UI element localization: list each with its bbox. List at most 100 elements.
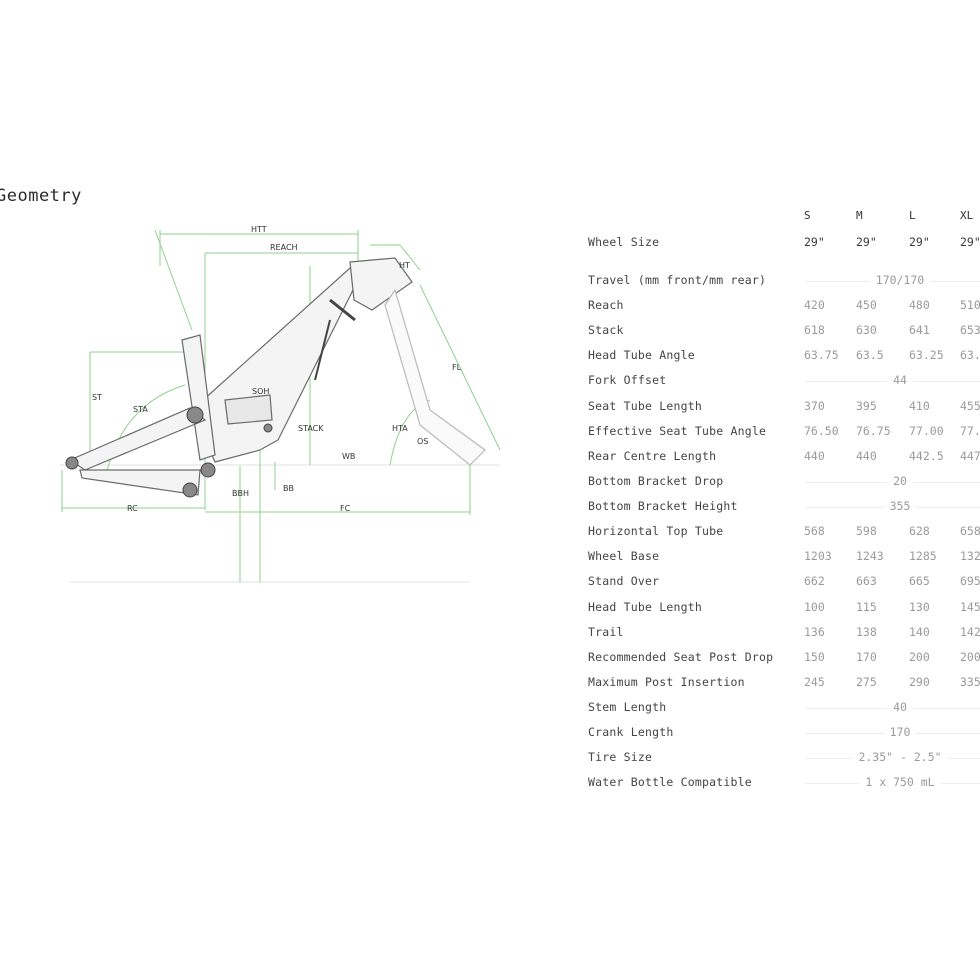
row-label: Stem Length bbox=[588, 700, 667, 714]
row-value: 76.75 bbox=[856, 424, 891, 438]
row-value: 598 bbox=[856, 524, 877, 538]
reference-lines bbox=[60, 464, 500, 583]
row-label: Horizontal Top Tube bbox=[588, 524, 724, 538]
row-value: 138 bbox=[856, 625, 877, 639]
row-value: 29" bbox=[856, 235, 877, 249]
row-label: Stack bbox=[588, 323, 624, 337]
row-label: Wheel Size bbox=[588, 235, 660, 249]
row-value: 132 bbox=[960, 549, 980, 563]
row-value: 335 bbox=[960, 675, 980, 689]
row-value: 628 bbox=[909, 524, 930, 538]
label-bb: BB bbox=[283, 484, 294, 493]
row-value: 568 bbox=[804, 524, 825, 538]
row-value: 440 bbox=[856, 449, 877, 463]
page-title: Geometry bbox=[0, 186, 82, 206]
row-label: Bottom Bracket Drop bbox=[588, 474, 724, 488]
row-label: Wheel Base bbox=[588, 549, 660, 563]
row-value: 140 bbox=[909, 625, 930, 639]
row-span-value: 170 bbox=[883, 725, 917, 739]
size-header-xl: XL bbox=[960, 209, 974, 222]
row-value: 63.75 bbox=[804, 348, 839, 362]
row-value: 440 bbox=[804, 449, 825, 463]
row-value: 1285 bbox=[909, 549, 937, 563]
table-row: Water Bottle Compatible 1 x 750 mL bbox=[0, 775, 980, 795]
row-span-value-wrap: 40 bbox=[805, 700, 980, 714]
row-value: 1203 bbox=[804, 549, 832, 563]
frame-geometry-diagram: HTT REACH HT FL ST STA SOH STACK HTA OS … bbox=[60, 225, 501, 583]
row-value: 142 bbox=[960, 625, 980, 639]
row-value: 630 bbox=[856, 323, 877, 337]
span-divider bbox=[805, 783, 980, 784]
label-soh: SOH bbox=[252, 387, 269, 396]
dimension-lines bbox=[61, 229, 501, 582]
row-value: 1243 bbox=[856, 549, 884, 563]
label-st: ST bbox=[92, 393, 102, 402]
label-bbh: BBH bbox=[232, 489, 249, 498]
row-span-value: 1 x 750 mL bbox=[859, 775, 941, 789]
row-value: 658 bbox=[960, 524, 980, 538]
label-rc: RC bbox=[127, 504, 138, 513]
size-header-l: L bbox=[909, 209, 916, 222]
row-value: 370 bbox=[804, 399, 825, 413]
size-header-m: M bbox=[856, 209, 863, 222]
label-reach: REACH bbox=[270, 243, 298, 252]
row-value: 63. bbox=[960, 348, 980, 362]
table-row: Crank Length 170 bbox=[0, 725, 980, 745]
row-value: 145 bbox=[960, 600, 980, 614]
row-label: Fork Offset bbox=[588, 373, 667, 387]
row-value: 76.50 bbox=[804, 424, 839, 438]
row-value: 136 bbox=[804, 625, 825, 639]
row-value: 665 bbox=[909, 574, 930, 588]
table-row: Stem Length 40 bbox=[0, 700, 980, 720]
row-span-value: 40 bbox=[887, 700, 913, 714]
span-divider bbox=[805, 708, 980, 709]
row-label: Travel (mm front/mm rear) bbox=[588, 273, 767, 287]
label-stack: STACK bbox=[298, 424, 324, 433]
row-label: Crank Length bbox=[588, 725, 674, 739]
row-label: Rear Centre Length bbox=[588, 449, 717, 463]
row-value: 29" bbox=[960, 235, 980, 249]
size-header-s: S bbox=[804, 209, 811, 222]
row-value: 442.5 bbox=[909, 449, 944, 463]
row-span-value-wrap: 44 bbox=[805, 373, 980, 387]
span-divider bbox=[805, 381, 980, 382]
label-hta: HTA bbox=[392, 424, 408, 433]
row-label: Maximum Post Insertion bbox=[588, 675, 745, 689]
row-span-value: 44 bbox=[887, 373, 913, 387]
row-span-value-wrap: 20 bbox=[805, 474, 980, 488]
row-value: 115 bbox=[856, 600, 877, 614]
row-value: 245 bbox=[804, 675, 825, 689]
label-ht: HT bbox=[399, 261, 410, 270]
row-value: 510 bbox=[960, 298, 980, 312]
table-row: Tire Size 2.35" - 2.5" bbox=[0, 750, 980, 770]
row-label: Tire Size bbox=[588, 750, 653, 764]
bike-frame bbox=[68, 257, 486, 496]
row-label: Reach bbox=[588, 298, 624, 312]
label-sta: STA bbox=[133, 405, 148, 414]
row-span-value-wrap: 170 bbox=[805, 725, 980, 739]
row-label: Head Tube Length bbox=[588, 600, 702, 614]
row-value: 663 bbox=[856, 574, 877, 588]
row-label: Recommended Seat Post Drop bbox=[588, 650, 774, 664]
row-label: Water Bottle Compatible bbox=[588, 775, 752, 789]
row-value: 410 bbox=[909, 399, 930, 413]
span-divider bbox=[805, 758, 980, 759]
row-span-value-wrap: 170/170 bbox=[805, 273, 980, 287]
label-htt: HTT bbox=[251, 225, 267, 234]
row-value: 653 bbox=[960, 323, 980, 337]
row-value: 170 bbox=[856, 650, 877, 664]
row-label: Head Tube Angle bbox=[588, 348, 695, 362]
row-value: 447 bbox=[960, 449, 980, 463]
row-span-value: 2.35" - 2.5" bbox=[852, 750, 948, 764]
row-value: 275 bbox=[856, 675, 877, 689]
row-value: 200 bbox=[909, 650, 930, 664]
row-value: 455 bbox=[960, 399, 980, 413]
row-value: 29" bbox=[804, 235, 825, 249]
label-os: OS bbox=[417, 437, 428, 446]
span-divider bbox=[805, 482, 980, 483]
row-value: 200 bbox=[960, 650, 980, 664]
